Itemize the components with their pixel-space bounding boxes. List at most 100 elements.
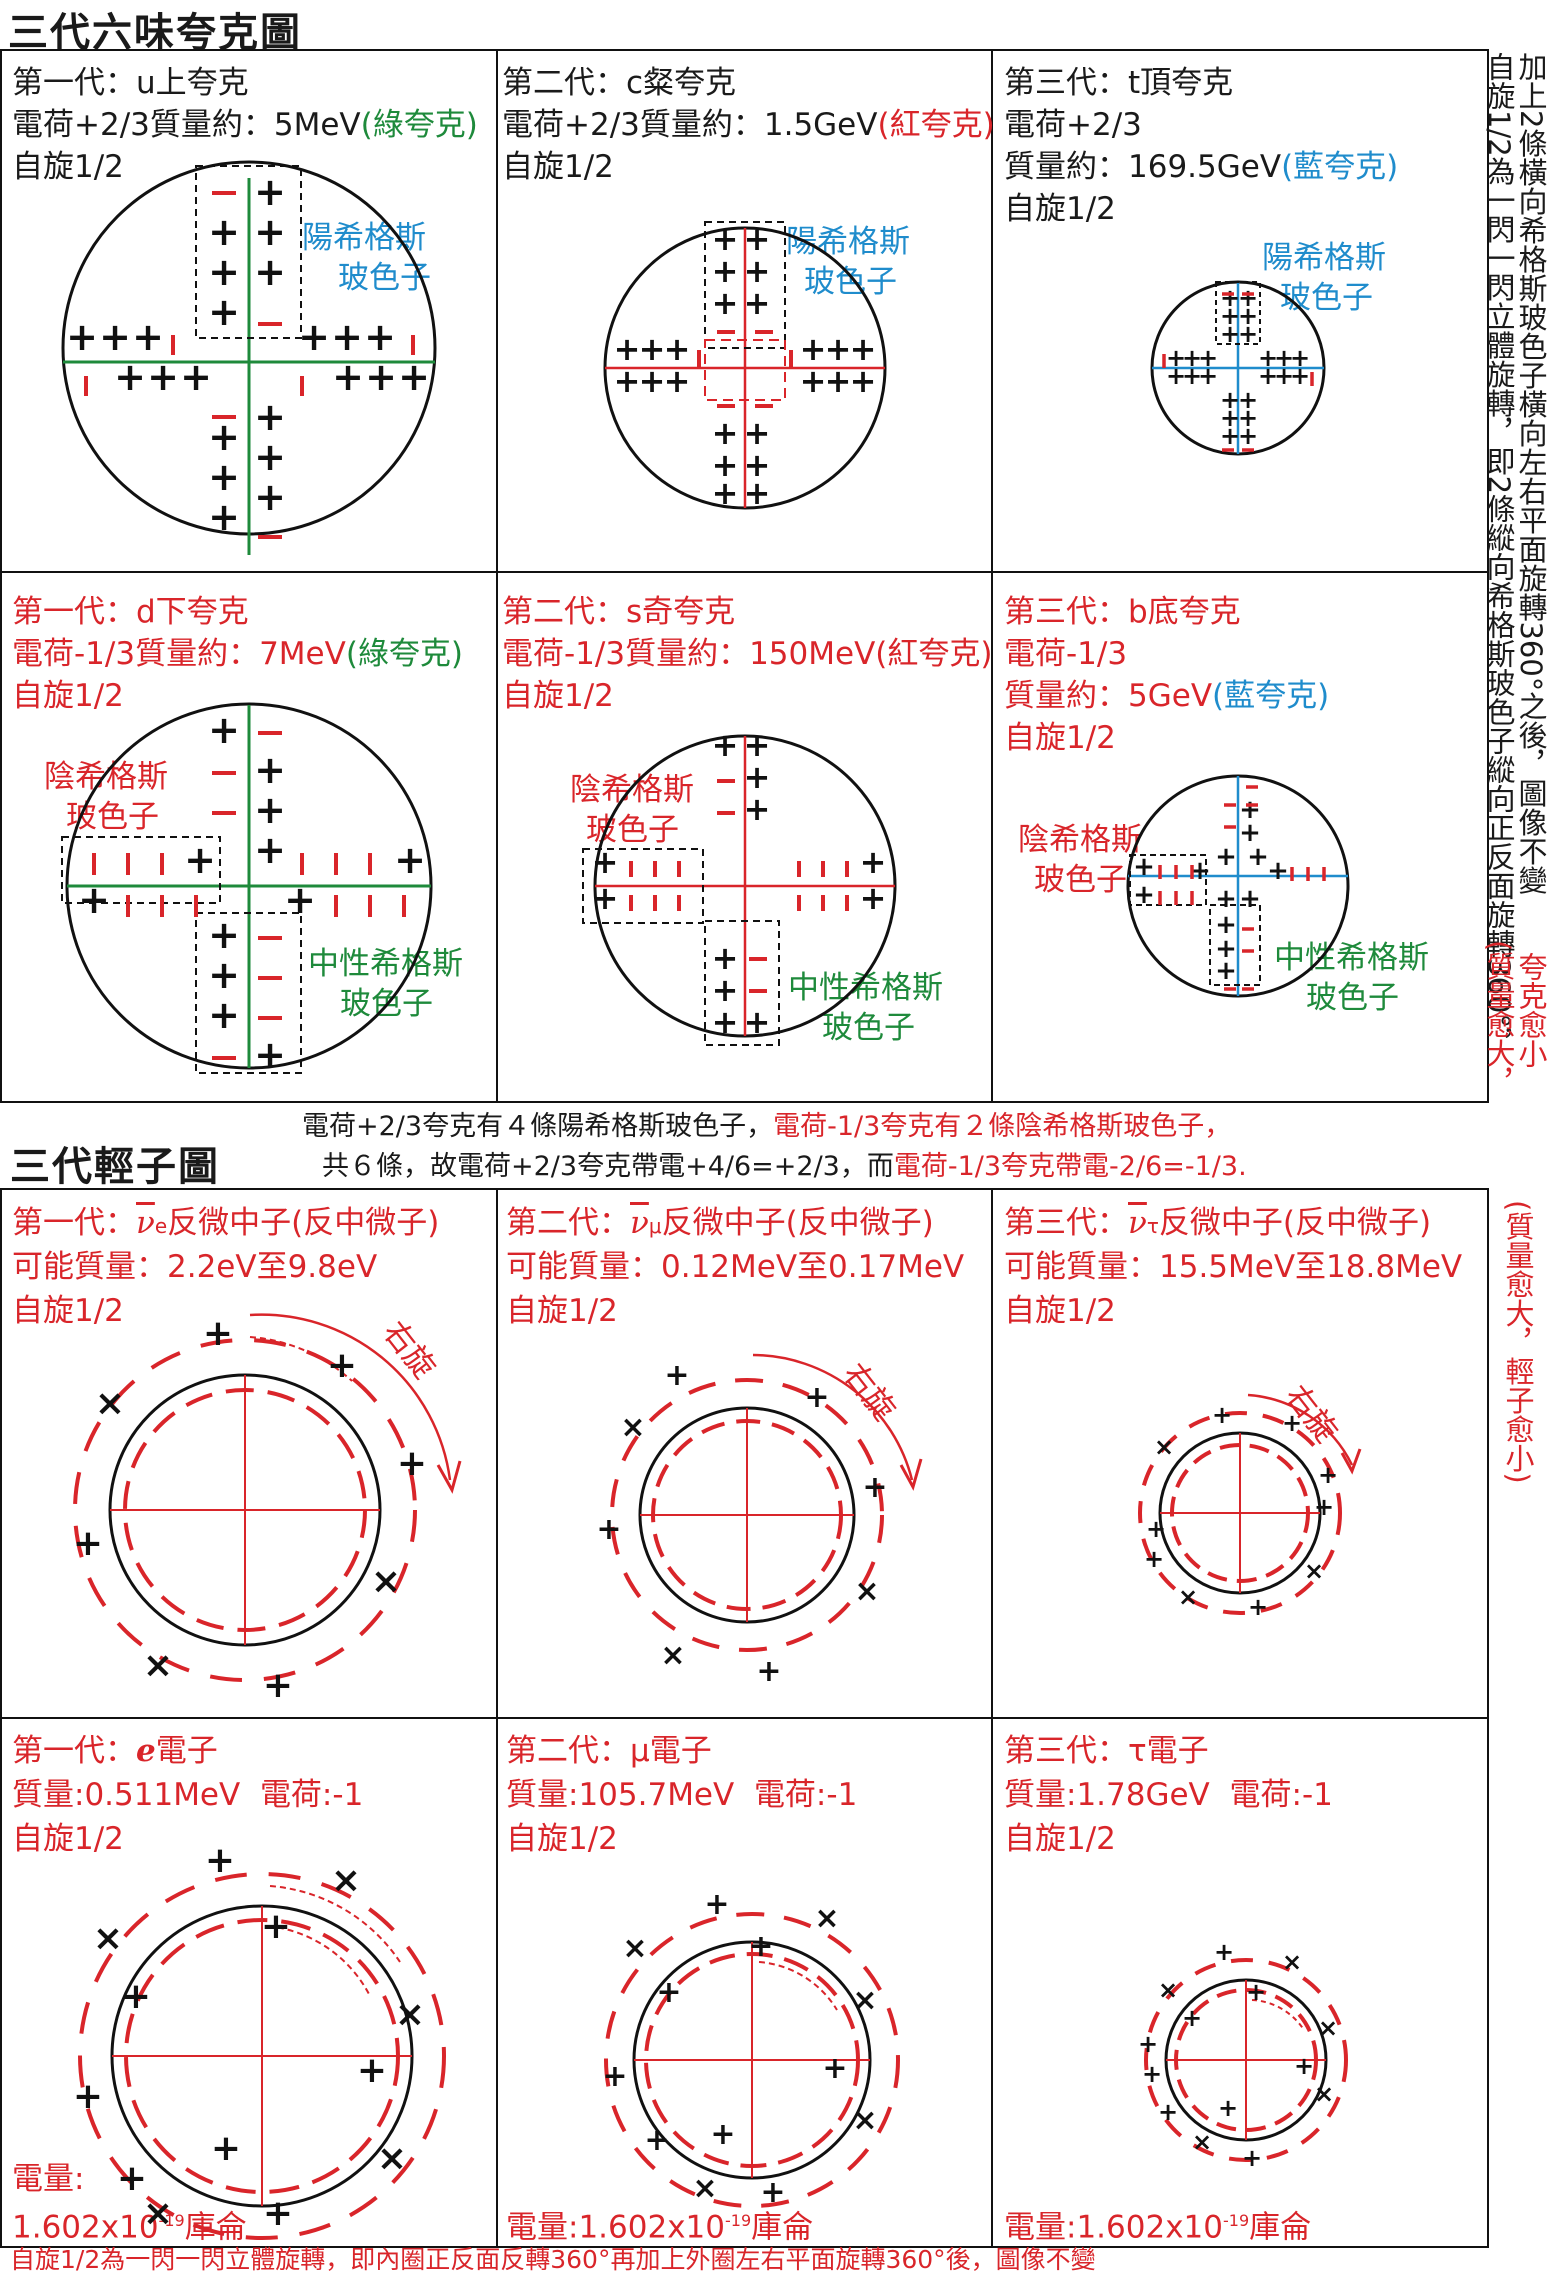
svg-text:+: + [704,1887,729,1922]
svg-text:+: + [284,878,316,922]
svg-text:+: + [744,414,771,452]
svg-text:+: + [744,1003,771,1041]
svg-text:+: + [744,726,771,764]
quark-t-charge: 電荷+2/3 [1004,107,1142,143]
electron-e-exp: -19 [158,2211,185,2230]
neutrino-mu-spin: 自旋1/2 [506,1293,618,1329]
svg-text:×: × [692,2171,717,2206]
quark-c-diagram: ++++ ++ +++ +++ +++ +++ ++++ ++ [603,220,887,512]
electron-tau-symbol: τ [1128,1733,1147,1769]
svg-text:+: + [1247,842,1269,872]
svg-text:×: × [814,1901,839,1936]
quark-c-charge-mass: 電荷+2/3質量約：1.5GeV(紅夸克) [502,104,995,146]
neutrino-e-mass: 可能質量：2.2eV至9.8eV [12,1249,378,1285]
svg-text:+: + [254,435,286,479]
quark-s-higgs-label-a: 陰希格斯 [570,772,694,808]
svg-text:+: + [397,1443,427,1484]
svg-text:×: × [371,1561,401,1602]
electron-mu-spin: 自旋1/2 [506,1821,618,1857]
electron-tau-inner-spin-arc [1251,1999,1305,2031]
svg-text:+: + [73,2076,103,2117]
quark-b-minus-signs [1158,785,1326,991]
svg-text:+: + [208,455,240,499]
quark-u-higgs-label-a: 陽希格斯 [302,220,426,256]
quark-d-charge-mass: 電荷-1/3質量約：7MeV(綠夸克) [12,633,463,675]
neutrino-tau-diagram: ++++ ×××+ ++ [1138,1393,1362,1621]
svg-text:+: + [364,315,396,359]
neutrino-mu-mass: 可能質量：0.12MeV至0.17MeV [506,1249,965,1285]
svg-text:×: × [1314,2080,1334,2108]
svg-text:+: + [1314,1493,1334,1521]
quark-d-higgs-label-a: 陰希格斯 [44,759,168,795]
svg-text:+: + [1290,344,1310,372]
quark-t-color: (藍夸克) [1281,149,1399,185]
svg-text:+: + [114,355,146,399]
electron-e-rest: 電子 [155,1733,218,1769]
svg-text:+: + [744,220,771,258]
svg-text:+: + [147,355,179,399]
quark-s-diagram: ++++ ++++ ++++ [582,726,897,1046]
svg-text:+: + [1220,320,1240,348]
electron-mu-gen: 第二代： [506,1733,630,1769]
svg-text:+: + [1215,884,1237,914]
svg-text:+: + [254,1033,286,1077]
quark-b-spin: 自旋1/2 [1004,720,1116,756]
svg-text:×: × [854,1574,879,1609]
svg-text:+: + [712,252,739,290]
electron-e-q2: 1.602x10-19庫侖 [12,2200,247,2248]
svg-text:×: × [1304,1557,1324,1585]
quark-d-diagram: ++++ ++++ ++ ++ [61,702,433,1077]
svg-text:+: + [1215,910,1237,940]
svg-text:+: + [117,2158,147,2199]
svg-text:+: + [254,748,286,792]
svg-text:+: + [1218,2094,1238,2122]
neutrino-tau-spin: 自旋1/2 [1004,1293,1116,1329]
electron-e-gen: 第一代： [12,1733,136,1769]
electron-mu-charge: 電荷:-1 [753,1777,858,1813]
svg-text:+: + [712,284,739,322]
svg-text:+: + [744,790,771,828]
electron-mu-exp: -19 [724,2211,752,2230]
svg-text:+: + [1144,1545,1164,1573]
svg-text:+: + [712,971,739,1009]
quark-c-color: (紅夸克) [877,107,995,143]
svg-text:+: + [1220,386,1240,414]
quark-t-minus-signs [1162,292,1314,452]
electron-tau-q2: 電量:1.602x10-19庫侖 [1004,2200,1311,2248]
electron-e-q1: 電量: [12,2161,85,2197]
svg-text:+: + [804,1380,829,1415]
svg-text:+: + [1182,344,1202,372]
electron-mu-q2: 電量:1.602x10-19庫侖 [506,2200,813,2248]
svg-text:+: + [1212,1401,1232,1429]
electron-tau-dashed-outer [1144,1958,1348,2162]
neutrino-tau-arrowhead [1340,1448,1362,1475]
svg-text:+: + [1274,362,1294,390]
quark-s-charge-mass: 電荷-1/3質量約：150MeV(紅夸克) [502,633,992,675]
svg-text:+: + [712,414,739,452]
svg-text:+: + [860,879,887,917]
svg-text:+: + [614,330,641,368]
quark-s-spin: 自旋1/2 [502,678,614,714]
svg-text:+: + [254,828,286,872]
svg-text:+: + [712,1003,739,1041]
svg-text:+: + [1282,1409,1302,1437]
svg-text:+: + [394,838,426,882]
quark-grid-hline [0,571,1489,573]
quark-u-spin: 自旋1/2 [12,149,124,185]
svg-text:×: × [620,1410,645,1445]
quark-grid-vline-2 [991,49,993,1103]
svg-text:+: + [1215,842,1237,872]
electron-mu-unit: 庫侖 [751,2209,814,2246]
svg-text:+: + [1189,856,1211,886]
neutrino-e-rest: 反微中子(反中微子) [167,1205,440,1241]
svg-text:×: × [622,1931,647,1966]
electron-mu-plus-signs: +××+ +×++ ×++× + [602,1887,877,2210]
svg-text:×: × [143,2193,173,2234]
svg-text:×: × [395,1994,425,2035]
side-note-col4: (質量愈大， [1482,940,1516,1097]
electron-mu-mass-charge: 質量:105.7MeV 電荷:-1 [506,1774,857,1816]
neutrino-e-arrowhead [436,1460,462,1494]
svg-text:+: + [180,355,212,399]
quark-u-minus-signs [84,191,415,539]
svg-text:+: + [822,2051,847,2086]
